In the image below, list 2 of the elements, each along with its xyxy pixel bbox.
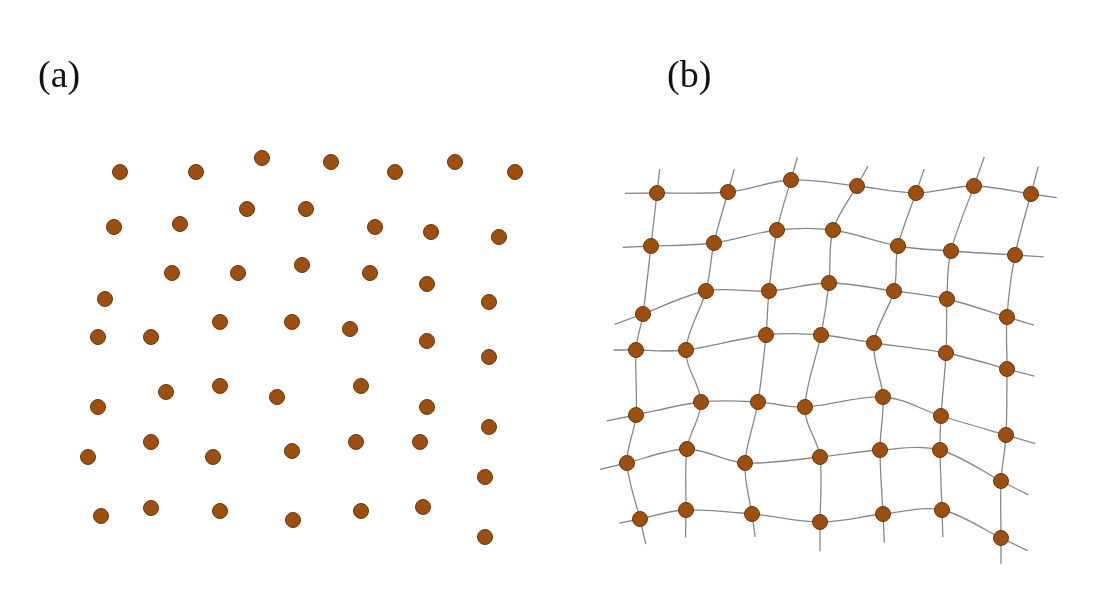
panel-label: (b) — [667, 55, 712, 93]
panel-label: (a) — [38, 55, 81, 93]
